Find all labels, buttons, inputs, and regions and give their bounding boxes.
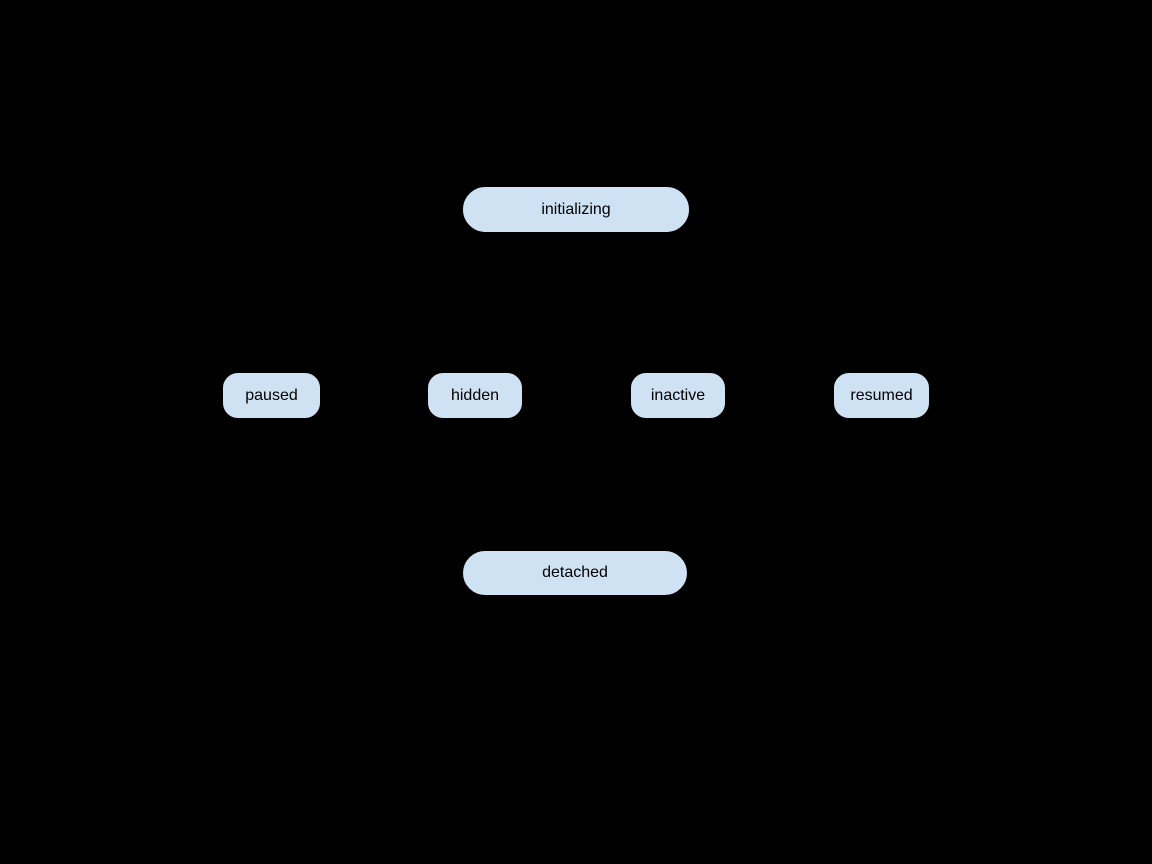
state-label-resumed: resumed <box>850 386 913 404</box>
state-label-paused: paused <box>245 386 298 404</box>
state-label-detached: detached <box>542 564 608 581</box>
state-node-inactive: inactive <box>630 372 726 419</box>
state-label-initializing: initializing <box>541 200 611 218</box>
state-node-initializing: initializing <box>462 186 690 233</box>
state-node-resumed: resumed <box>833 372 930 419</box>
state-label-hidden: hidden <box>450 386 500 404</box>
state-node-detached: detached <box>462 550 688 596</box>
state-node-hidden: hidden <box>427 372 523 419</box>
state-label-inactive: inactive <box>650 386 706 404</box>
state-node-paused: paused <box>222 372 321 419</box>
